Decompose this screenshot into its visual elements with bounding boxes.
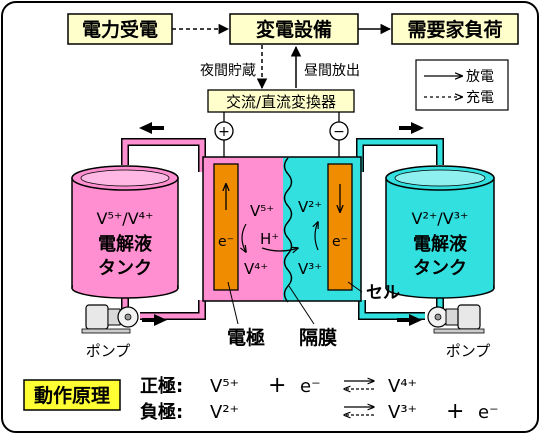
positive-terminal: +	[214, 121, 234, 141]
legend-charge-label: 充電	[466, 90, 494, 106]
positive-reaction-plus: +	[268, 373, 286, 398]
left-tank-label-line1: 電解液	[98, 233, 153, 255]
cell-ion-v4: V⁴⁺	[244, 260, 268, 278]
night-storage-label: 夜間貯蔵	[200, 63, 256, 79]
cell-proton: H⁺	[260, 230, 279, 248]
cell-ion-v3: V³⁺	[298, 260, 322, 278]
flow-arrows	[139, 122, 424, 326]
positive-reaction-electron: e⁻	[300, 376, 321, 397]
converter-box: 交流/直流変換器	[207, 89, 355, 113]
membrane-line	[283, 157, 293, 303]
right-tank-label-line1: 電解液	[413, 233, 468, 255]
positive-reaction-rhs: V⁴⁺	[388, 376, 417, 397]
flow-arrow-right-bottom	[397, 314, 422, 326]
negative-reaction-electron: e⁻	[478, 402, 499, 423]
negative-reaction: 負極: V²⁺ V³⁺ + e⁻	[140, 399, 499, 424]
negative-reaction-lhs: V²⁺	[210, 402, 239, 423]
positive-electrode: e⁻	[213, 163, 239, 291]
negative-reaction-label: 負極:	[140, 401, 183, 423]
left-tank-ions: V⁵⁺/V⁴⁺	[97, 209, 154, 228]
right-pipes	[356, 138, 444, 320]
electrode-label: 電極	[227, 326, 265, 349]
flow-arrow-left-top	[139, 122, 164, 134]
principle-title-box: 動作原理	[23, 379, 121, 411]
flow-arrow-left-bottom	[142, 314, 167, 326]
positive-reaction-lhs: V⁵⁺	[210, 376, 239, 397]
grid-power-label: 電力受電	[82, 18, 158, 41]
left-electrolyte-tank: V⁵⁺/V⁴⁺ 電解液 タンク	[71, 165, 179, 299]
electrode-pointer	[227, 281, 239, 325]
positive-terminal-sign: +	[218, 124, 230, 140]
cell-label: セル	[366, 283, 400, 303]
substation-box: 変電設備	[229, 13, 359, 45]
right-pump	[427, 304, 485, 334]
right-electrolyte-tank: V²⁺/V³⁺ 電解液 タンク	[385, 165, 495, 299]
negative-electrode: e⁻	[327, 163, 353, 291]
converter-label: 交流/直流変換器	[226, 93, 336, 111]
negative-terminal-sign: −	[333, 124, 345, 140]
negative-reaction-rhs: V³⁺	[388, 402, 417, 423]
demand-load-box: 需要家負荷	[391, 13, 519, 45]
legend-discharge-label: 放電	[466, 69, 494, 85]
right-pump-label: ポンプ	[446, 342, 491, 360]
positive-reaction: 正極: V⁵⁺ + e⁻ V⁴⁺	[140, 373, 417, 398]
demand-load-label: 需要家負荷	[407, 18, 502, 41]
negative-terminal: −	[329, 121, 349, 141]
legend: 放電 充電	[415, 59, 509, 111]
cell-ion-v2: V²⁺	[298, 198, 322, 216]
flow-arrow-right-top	[399, 122, 424, 134]
right-tank-label-line2: タンク	[413, 258, 467, 279]
negative-reaction-plus: +	[446, 399, 464, 424]
substation-label: 変電設備	[256, 18, 332, 41]
left-reaction-arrow	[242, 223, 246, 252]
right-tank-ions: V²⁺/V³⁺	[412, 209, 469, 228]
membrane-label: 隔膜	[299, 326, 337, 349]
left-pump	[81, 304, 139, 334]
left-pump-label: ポンプ	[86, 342, 131, 360]
left-electron: e⁻	[218, 234, 234, 250]
right-electron: e⁻	[332, 234, 348, 250]
day-discharge-label: 昼間放出	[304, 63, 360, 79]
principle-title: 動作原理	[34, 384, 110, 407]
proton-arrow	[261, 248, 298, 251]
membrane-pointer	[288, 285, 315, 325]
left-tank-label-line2: タンク	[98, 258, 152, 279]
positive-reaction-label: 正極:	[140, 375, 183, 397]
grid-power-box: 電力受電	[67, 13, 173, 45]
cell-ion-v5: V⁵⁺	[250, 202, 274, 220]
right-reaction-arrow	[315, 222, 318, 251]
